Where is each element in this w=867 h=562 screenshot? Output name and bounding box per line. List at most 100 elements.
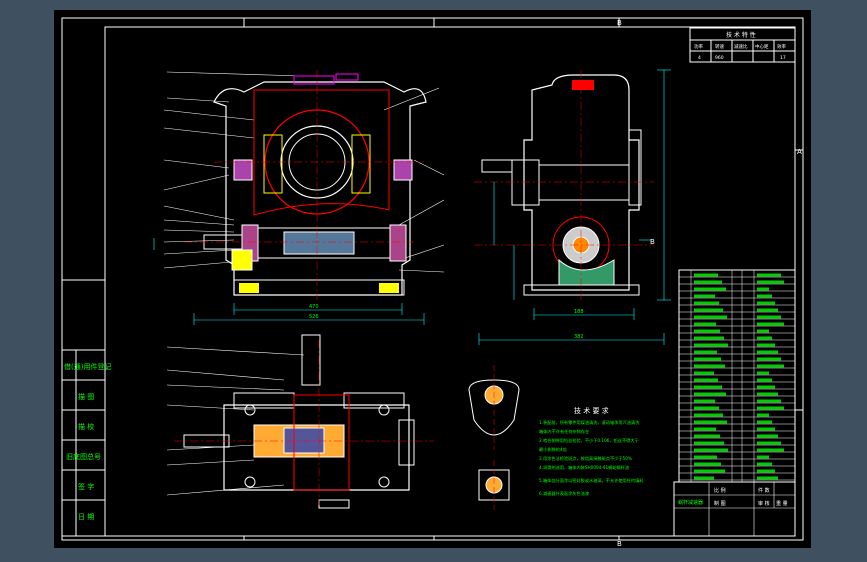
tech-req-line-2: 2.啮合侧隙用铅丝检验，不小于0.106，铅丝不得大于 <box>539 437 639 444</box>
tech-req-line-3: 最小侧隙的4倍 <box>539 446 567 453</box>
parts-entry-mark <box>757 420 772 424</box>
zone-right: A <box>797 148 802 156</box>
parts-entry-mark <box>757 301 775 305</box>
parts-entry-mark <box>757 427 775 431</box>
parts-entry-mark <box>694 448 728 452</box>
reg-label-5: 日 期 <box>78 513 94 521</box>
parts-entry-mark <box>694 294 715 298</box>
param-header-3: 中心距 <box>755 43 769 50</box>
parts-entry-mark <box>694 399 715 403</box>
reg-label-0: 借(通)用件登记 <box>64 362 111 371</box>
tech-req-title: 技 术 要 求 <box>574 406 609 415</box>
parts-entry-mark <box>757 385 775 389</box>
outer-frame <box>61 17 804 541</box>
parts-entry-mark <box>694 469 725 473</box>
tech-req-line-4: 3.用涂色法检验斑点，按齿高接触斑点不少于50% <box>539 455 632 462</box>
tech-req-line-0: 1.装配前，所有零件用煤油清洗，滚动轴承用汽油清洗 <box>539 419 640 426</box>
zone-top: B <box>617 19 622 27</box>
parts-entry-mark <box>757 357 781 361</box>
parts-entry-mark <box>757 462 772 466</box>
parts-entry-mark <box>694 357 721 361</box>
parts-entry-mark <box>757 455 769 459</box>
tech-params-title: 技 术 特 性 <box>726 31 756 39</box>
top-section-view <box>166 334 434 509</box>
param-value-1: 960 <box>715 55 724 61</box>
cad-drawing: 借(通)用件登记 描 图 描 校 旧底图总号 签 字 日 期 B B A <box>61 17 804 548</box>
parts-entry-mark <box>757 406 784 410</box>
parts-entry-mark <box>694 427 716 431</box>
parts-entry-mark <box>757 392 778 396</box>
reg-label-4: 签 字 <box>78 482 94 491</box>
tb-drawn-label: 制 图 <box>714 500 726 507</box>
parts-entry-mark <box>757 399 781 403</box>
parts-entry-mark <box>757 441 781 445</box>
parts-entry-mark <box>694 406 719 410</box>
parts-entry-mark <box>757 336 772 340</box>
parts-entry-mark <box>694 343 728 347</box>
tech-req-line-7: 6.减速器外表面涂灰色油漆 <box>539 490 589 497</box>
tech-req-line-1: 箱体内不许有任何杂物存在 <box>539 428 589 435</box>
inner-frame <box>104 26 796 537</box>
parts-entry-mark <box>694 413 723 417</box>
title-block: 比 例 件 数 重 量 制 图 审 核 蜗杆减速器 <box>673 481 796 537</box>
parts-entry-mark <box>757 308 778 312</box>
parts-entry-mark <box>757 294 772 298</box>
parts-entry-mark <box>757 280 784 284</box>
parts-entry-mark <box>757 448 784 452</box>
parts-entry-mark <box>694 364 725 368</box>
param-header-0: 功率 <box>694 43 703 50</box>
tb-count-label: 件 数 <box>758 487 770 494</box>
tech-params-table: 技 术 特 性 功率 转速 减速比 中心距 效率 4 960 17 <box>689 27 796 63</box>
tech-requirements: 技 术 要 求 1.装配前，所有零件用煤油清洗，滚动轴承用汽油清洗 箱体内不许有… <box>539 406 644 497</box>
parts-entry-mark <box>757 364 784 368</box>
parts-entry-mark <box>757 287 769 291</box>
parts-entry-mark <box>757 469 775 473</box>
reg-label-2: 描 校 <box>78 422 94 431</box>
parts-entry-mark <box>757 434 778 438</box>
section-mark: B <box>650 238 655 246</box>
parts-entry-mark <box>757 329 769 333</box>
side-view: B 188 382 <box>474 69 671 345</box>
parts-entry-mark <box>694 287 726 291</box>
parts-entry-mark <box>757 350 778 354</box>
parts-entry-mark <box>757 315 781 319</box>
parts-entry-mark <box>694 336 724 340</box>
param-header-2: 减速比 <box>734 43 748 50</box>
parts-entry-mark <box>757 378 772 382</box>
param-header-1: 转速 <box>715 43 724 50</box>
parts-entry-mark <box>694 441 724 445</box>
parts-entry-mark <box>757 322 784 326</box>
reg-label-1: 描 图 <box>78 392 94 401</box>
parts-entry-mark <box>757 476 778 480</box>
parts-entry-mark <box>694 392 726 396</box>
front-view: 470 526 <box>153 70 445 325</box>
parts-list <box>678 269 796 483</box>
parts-entry-mark <box>757 413 769 417</box>
tech-req-line-5: 4.润滑剂选用，箱体内装SH0094-91蜗轮蜗杆油 <box>539 464 629 471</box>
parts-entry-mark <box>694 301 719 305</box>
tech-req-line-6: 5.箱体剖分面涂以密封胶或水玻璃，不允许使用任何填料 <box>539 477 644 484</box>
svg-text:382: 382 <box>574 334 584 340</box>
parts-entry-mark <box>694 462 721 466</box>
drawing-sheet: 借(通)用件登记 描 图 描 校 旧底图总号 签 字 日 期 B B A <box>54 10 811 548</box>
zone-bottom: B <box>617 540 622 548</box>
reg-label-3: 旧底图总号 <box>66 452 101 461</box>
tb-weight-label: 重 量 <box>776 500 788 507</box>
parts-entry-mark <box>694 476 714 480</box>
parts-entry-mark <box>694 280 722 284</box>
parts-entry-mark <box>694 371 714 375</box>
param-value-0: 4 <box>698 55 701 61</box>
param-value-4: 17 <box>780 55 786 61</box>
parts-entry-mark <box>757 343 775 347</box>
parts-entry-mark <box>694 273 718 277</box>
param-header-4: 效率 <box>777 43 786 50</box>
parts-entry-mark <box>694 308 723 312</box>
detail-views <box>468 365 520 510</box>
tb-drawing-name: 蜗杆减速器 <box>678 499 703 506</box>
parts-entry-mark <box>694 378 718 382</box>
parts-entry-mark <box>757 371 769 375</box>
svg-text:470: 470 <box>309 304 319 310</box>
parts-entry-mark <box>694 455 717 459</box>
tb-check-label: 审 核 <box>758 500 770 507</box>
parts-entry-mark <box>694 315 727 319</box>
